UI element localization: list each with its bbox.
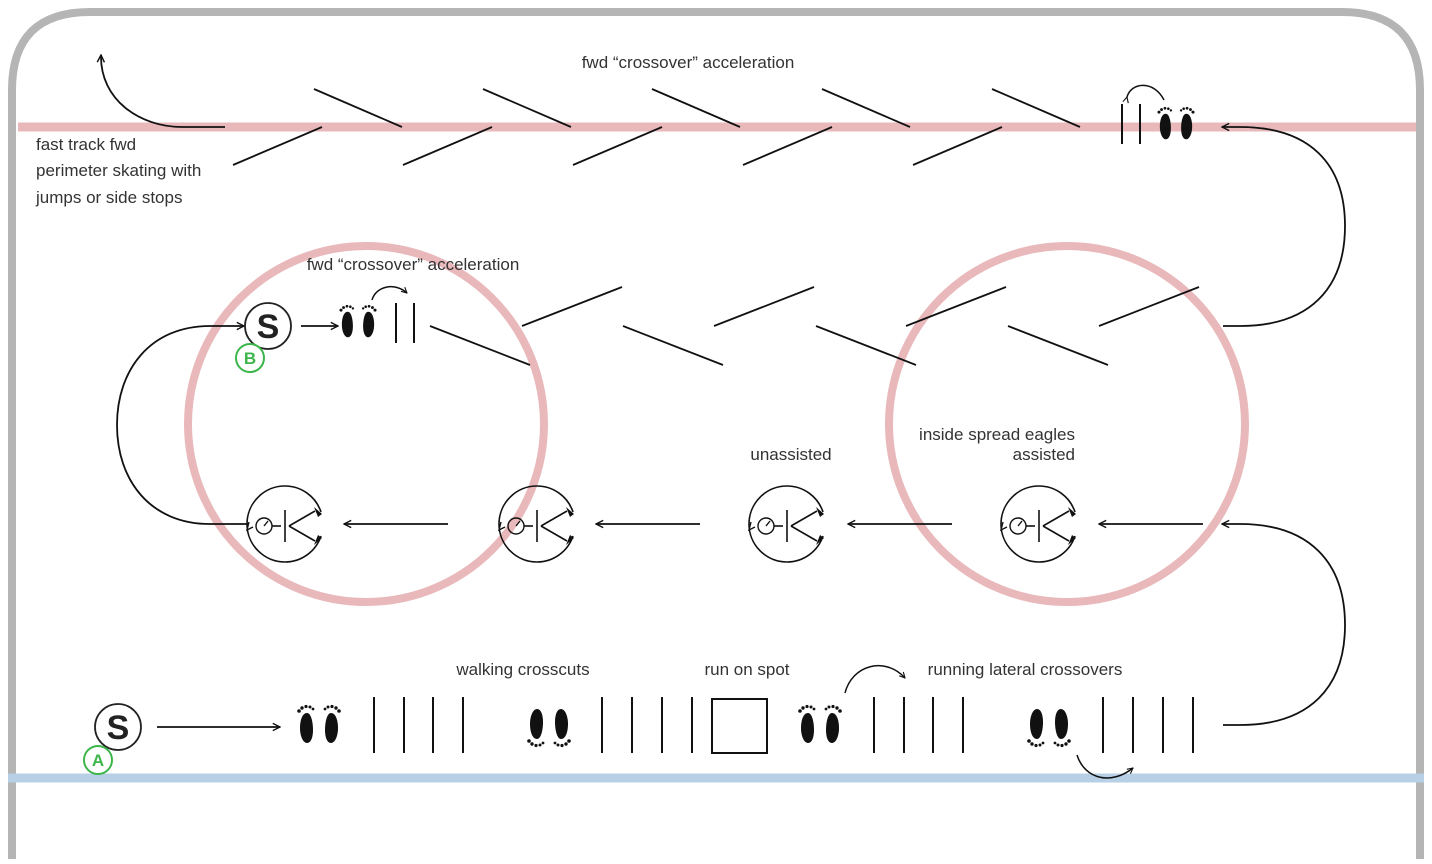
run-on-spot-square <box>711 698 768 754</box>
rink-border <box>8 8 1424 859</box>
hop-arrow-lateral <box>1076 754 1133 779</box>
label-perimeter-1: fast track fwd <box>36 135 136 154</box>
faceoff-circle-left <box>184 242 548 606</box>
mid-crossover-strokes <box>429 286 1200 366</box>
label-spread-eagles-2: assisted <box>1013 445 1075 464</box>
footprints-icon <box>339 304 377 338</box>
label-perimeter-2: perimeter skating with <box>36 161 201 180</box>
top-start-lines <box>1121 104 1141 144</box>
hop-arrow-mid <box>371 285 407 301</box>
label-spread-eagles-1: inside spread eagles <box>919 425 1075 444</box>
perimeter-exit-arrow <box>101 55 225 128</box>
label-run-on-spot: run on spot <box>704 660 789 679</box>
start-b-symbol: S <box>257 308 280 346</box>
hop-arrow-running <box>844 664 905 694</box>
spread-eagle-icon <box>748 485 825 563</box>
top-crossover-strokes <box>232 88 1081 166</box>
footprints-icon <box>297 704 341 743</box>
footprints-icon <box>1027 709 1071 748</box>
badge-a-letter: A <box>92 751 104 770</box>
mid-start-lines <box>395 303 415 343</box>
loop-arrow-left <box>116 326 248 525</box>
faceoff-circle-right <box>885 242 1249 606</box>
label-perimeter-3: jumps or side stops <box>35 188 182 207</box>
loop-arrow-lower <box>1222 524 1346 726</box>
footprints-icon <box>798 704 842 743</box>
badge-a-circle <box>83 745 113 775</box>
start-b-icon <box>244 302 292 350</box>
label-unassisted: unassisted <box>750 445 831 464</box>
spread-eagle-icon <box>1000 485 1077 563</box>
start-a-symbol: S <box>107 709 130 747</box>
bottom-lines-3 <box>873 697 964 753</box>
hop-arrow-top <box>1127 84 1165 100</box>
bottom-lines-1 <box>373 697 464 753</box>
bottom-lines-4 <box>1102 697 1194 753</box>
label-running-lateral: running lateral crossovers <box>928 660 1123 679</box>
bottom-lines-2 <box>601 697 693 753</box>
label-walking-crosscuts: walking crosscuts <box>455 660 589 679</box>
loop-arrow-upper <box>1222 127 1346 327</box>
label-mid-crossover: fwd “crossover” acceleration <box>307 255 520 274</box>
footprints-icon <box>527 709 571 748</box>
badge-b-letter: B <box>244 349 256 368</box>
spread-eagle-icon <box>246 485 323 563</box>
label-top-crossover: fwd “crossover” acceleration <box>582 53 795 72</box>
badge-b-circle <box>235 343 265 373</box>
start-a-icon <box>94 703 142 751</box>
